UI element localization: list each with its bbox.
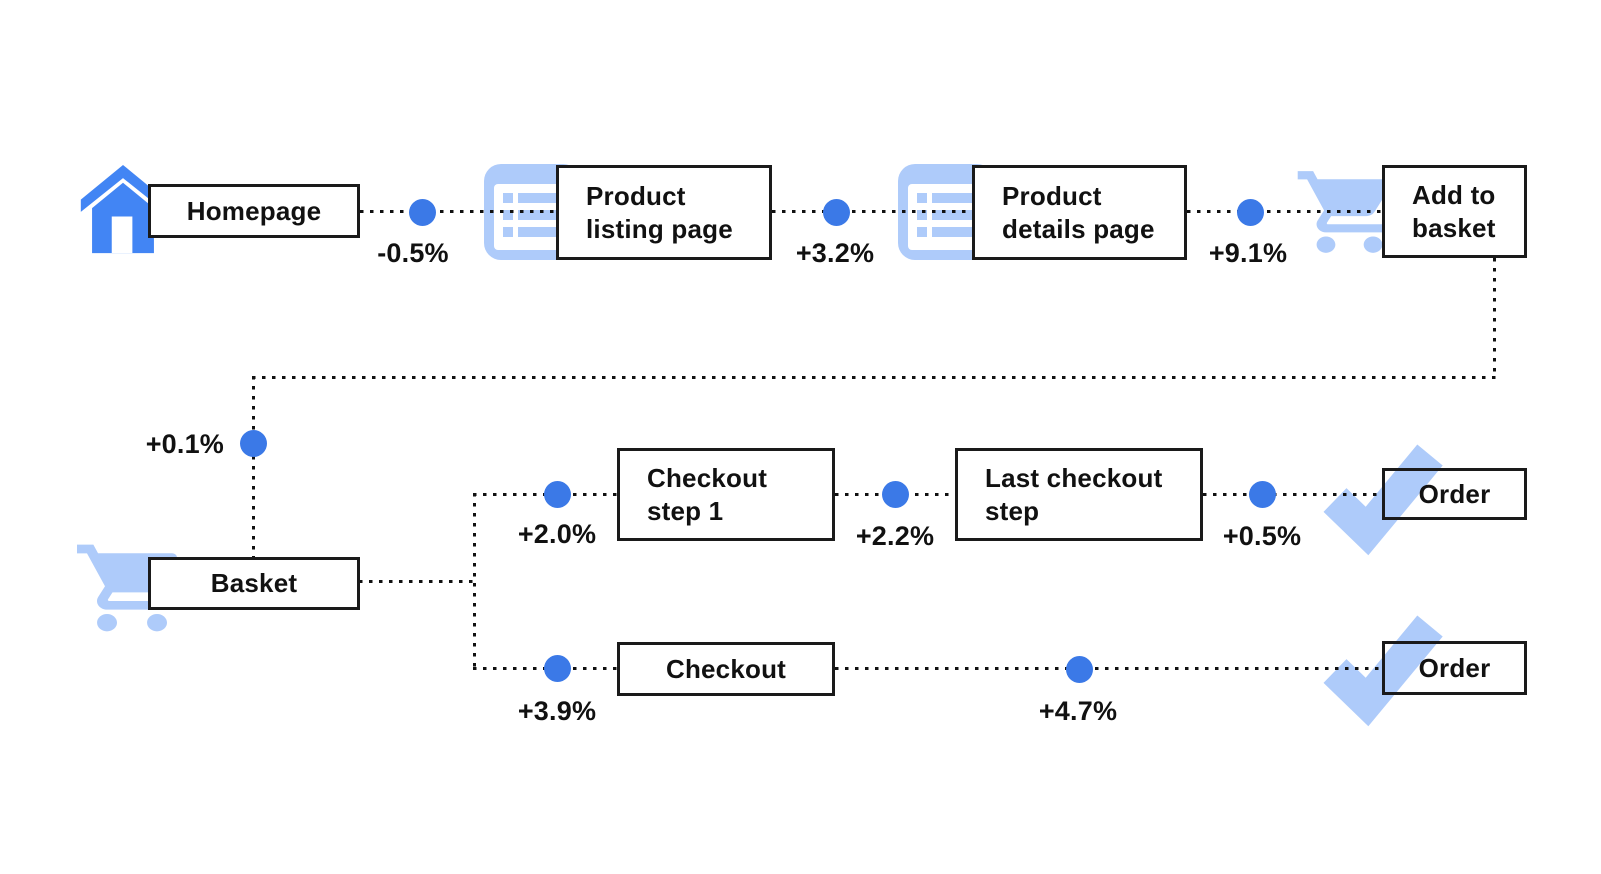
node-order-bottom: Order	[1382, 641, 1527, 695]
node-product-details-page: Product details page	[972, 165, 1187, 260]
connector-product-listing-to-product-details	[772, 210, 972, 213]
node-order-top-label: Order	[1418, 478, 1491, 509]
connector-branch-vertical	[473, 493, 476, 670]
node-checkout-step-1: Checkout step 1	[617, 448, 835, 541]
transition-dot-basket-checkout	[544, 655, 571, 682]
checkmark-icon	[1320, 444, 1443, 556]
delta-last-order: +0.5%	[1222, 521, 1302, 551]
connector-checkout-to-order	[835, 667, 1382, 670]
transition-dot-plp-pdp	[823, 199, 850, 226]
connector-down-to-basket	[252, 376, 255, 557]
node-checkout-label: Checkout	[665, 653, 787, 684]
connector-return-horizontal	[252, 376, 1496, 379]
node-checkout: Checkout	[617, 642, 835, 696]
node-homepage: Homepage	[148, 184, 360, 238]
delta-basket-checkout1: +2.0%	[517, 519, 597, 549]
transition-dot-add-basket	[240, 430, 267, 457]
node-add-to-basket-label: Add to basket	[1412, 179, 1496, 243]
transition-dot-checkout-order	[1066, 656, 1093, 683]
connector-product-details-to-add-to-basket	[1187, 210, 1382, 213]
node-last-checkout-step-label: Last checkout step	[985, 462, 1163, 526]
transition-dot-pdp-add	[1237, 199, 1264, 226]
connector-last-checkout-step-to-order	[1203, 493, 1382, 496]
node-basket: Basket	[148, 557, 360, 610]
node-product-listing-page: Product listing page	[556, 165, 772, 260]
transition-dot-checkout1-last	[882, 481, 909, 508]
transition-dot-last-order	[1249, 481, 1276, 508]
node-homepage-label: Homepage	[186, 195, 322, 226]
delta-plp-pdp: +3.2%	[795, 238, 875, 268]
node-checkout-step-1-label: Checkout step 1	[647, 462, 768, 526]
transition-dot-basket-checkout1	[544, 481, 571, 508]
delta-basket-checkout: +3.9%	[517, 696, 597, 726]
node-last-checkout-step: Last checkout step	[955, 448, 1203, 541]
node-product-details-page-label: Product details page	[1002, 180, 1155, 244]
delta-add-basket: +0.1%	[145, 429, 224, 459]
delta-pdp-add: +9.1%	[1208, 238, 1288, 268]
node-order-top: Order	[1382, 468, 1527, 520]
node-product-listing-page-label: Product listing page	[586, 180, 733, 244]
transition-dot-homepage-plp	[409, 199, 436, 226]
delta-checkout-order: +4.7%	[1038, 696, 1118, 726]
connector-basket-stub	[359, 580, 475, 583]
connector-add-to-basket-down	[1493, 258, 1496, 378]
node-basket-label: Basket	[210, 568, 298, 598]
connector-homepage-to-product-listing	[360, 210, 556, 213]
delta-checkout1-last: +2.2%	[855, 521, 935, 551]
delta-homepage-plp: -0.5%	[377, 238, 449, 268]
node-order-bottom-label: Order	[1418, 652, 1491, 683]
checkmark-icon	[1320, 615, 1443, 727]
node-add-to-basket: Add to basket	[1382, 165, 1527, 258]
